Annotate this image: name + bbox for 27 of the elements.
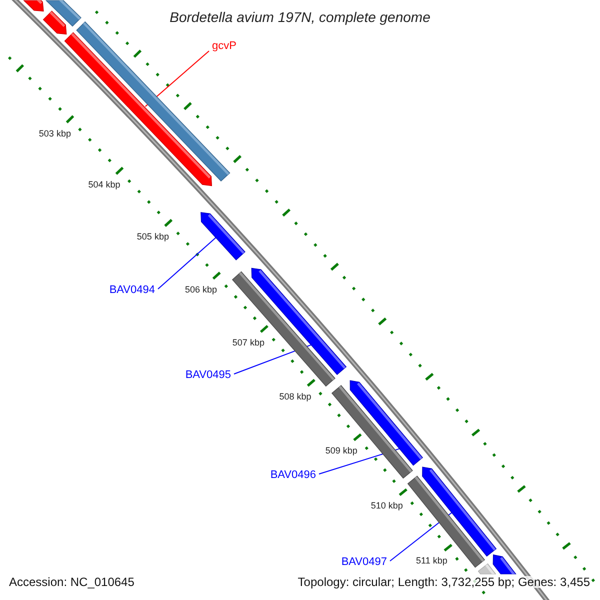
scale-label: 505 kbp	[136, 232, 169, 242]
gene-label: BAV0494	[109, 285, 155, 296]
scale-label: 504 kbp	[88, 180, 120, 190]
scale-label: 508 kbp	[279, 392, 312, 401]
gene-label: gcvP	[212, 41, 236, 52]
gene-label: BAV0497	[341, 557, 387, 568]
gene-feature	[478, 563, 496, 574]
scale-label: 503 kbp	[38, 129, 71, 138]
scale-label: 511 kbp	[416, 556, 448, 566]
leader-line	[144, 50, 210, 107]
title: Bordetella avium 197N, complete genome	[170, 10, 430, 24]
accession-text: Accession: NC_010645	[8, 576, 136, 588]
gene-feature	[492, 554, 516, 574]
gene-label: BAV0496	[270, 470, 316, 481]
gene-feature	[422, 466, 497, 557]
leader-line	[158, 237, 216, 290]
gene-feature	[42, 10, 67, 35]
gene-label: BAV0495	[185, 370, 231, 381]
gene-feature	[23, 0, 44, 12]
scale-label: 509 kbp	[325, 446, 358, 456]
leader-line	[390, 512, 452, 562]
scale-label: 506 kbp	[185, 285, 218, 294]
gene-feature	[200, 212, 246, 260]
genome-info-text: Topology: circular; Length: 3,732,255 bp; Genes: 3,455	[296, 576, 591, 588]
scale-label: 507 kbp	[232, 338, 264, 348]
scale-label: 510 kbp	[370, 501, 403, 510]
gene-feature	[251, 268, 347, 376]
